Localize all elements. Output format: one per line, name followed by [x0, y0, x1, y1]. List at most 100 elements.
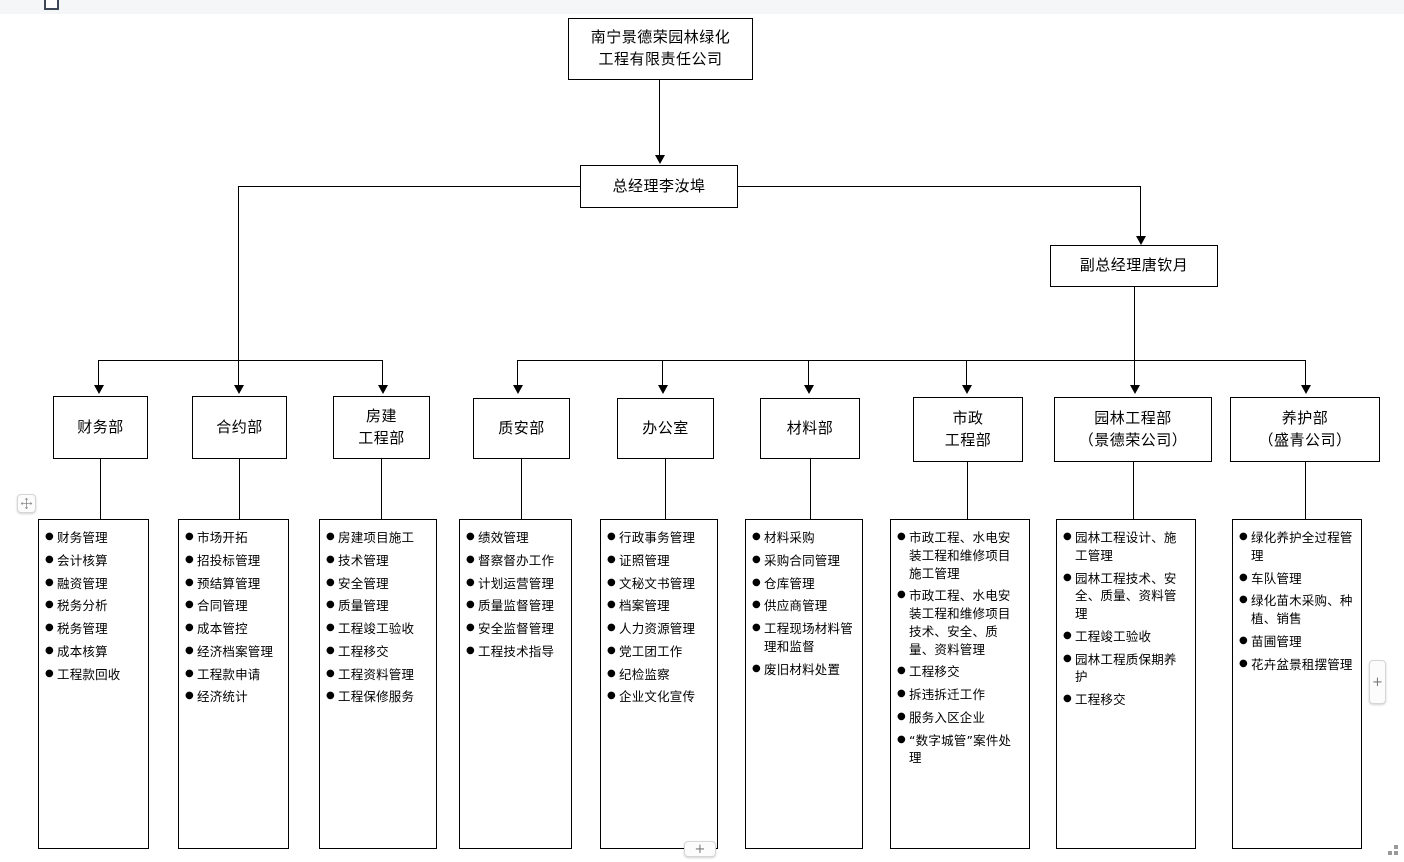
panel-dept-8-list: 绿化养护全过程管理 车队管理 绿化苗木采购、种植、销售 苗圃管理 花卉盆景租摆管… — [1239, 529, 1355, 673]
list-item: 税务管理 — [45, 620, 142, 638]
list-item: 园林工程质保期养护 — [1063, 651, 1189, 687]
dept-7-title-line2: （景德荣公司） — [1078, 430, 1188, 449]
list-item: 工程移交 — [897, 663, 1023, 681]
dept-6-title-line2: 工程部 — [944, 430, 992, 449]
add-column-button[interactable]: + — [1369, 660, 1386, 704]
node-dept-8[interactable]: 养护部 （盛青公司） — [1230, 397, 1380, 462]
dept-4-title-line1: 办公室 — [642, 418, 689, 437]
dept-8-title-line2: （盛青公司） — [1258, 430, 1352, 449]
node-company[interactable]: 南宁景德荣园林绿化 工程有限责任公司 — [568, 18, 753, 80]
list-item: 废旧材料处置 — [752, 661, 856, 679]
node-dept-4[interactable]: 办公室 — [617, 398, 714, 459]
arrow-dept-8 — [1301, 385, 1311, 394]
list-item: 纪检监察 — [607, 666, 711, 684]
list-item: 车队管理 — [1239, 570, 1355, 588]
panel-dept-5[interactable]: 材料采购 采购合同管理 仓库管理 供应商管理 工程现场材料管理和监督 废旧材料处… — [745, 519, 863, 849]
list-item: 绩效管理 — [466, 529, 565, 547]
list-item: 质量监督管理 — [466, 597, 565, 615]
panel-dept-5-list: 材料采购 采购合同管理 仓库管理 供应商管理 工程现场材料管理和监督 废旧材料处… — [752, 529, 856, 678]
list-item: 安全监督管理 — [466, 620, 565, 638]
panel-dept-8[interactable]: 绿化养护全过程管理 车队管理 绿化苗木采购、种植、销售 苗圃管理 花卉盆景租摆管… — [1232, 519, 1362, 849]
list-item: 绿化苗木采购、种植、销售 — [1239, 592, 1355, 628]
list-item: 财务管理 — [45, 529, 142, 547]
list-item: 园林工程设计、施工管理 — [1063, 529, 1189, 565]
list-item: 房建项目施工 — [326, 529, 430, 547]
connector-dept-5-panel — [810, 459, 811, 519]
node-dept-7[interactable]: 园林工程部 （景德荣公司） — [1054, 397, 1212, 462]
list-item: 成本核算 — [45, 643, 142, 661]
connector-deputy-trunk — [1134, 287, 1135, 360]
add-row-button[interactable]: + — [684, 841, 716, 857]
node-dept-0[interactable]: 财务部 — [53, 396, 148, 459]
list-item: 党工团工作 — [607, 643, 711, 661]
list-item: 档案管理 — [607, 597, 711, 615]
list-item: 园林工程技术、安全、质量、资料管理 — [1063, 570, 1189, 623]
node-deputy-manager[interactable]: 副总经理唐钦月 — [1050, 245, 1218, 287]
list-item: 花卉盆景租摆管理 — [1239, 656, 1355, 674]
list-item: “数字城管”案件处理 — [897, 732, 1023, 768]
top-anchor-handle[interactable] — [44, 0, 59, 10]
dept-1-title-line1: 合约部 — [216, 417, 263, 436]
panel-dept-2[interactable]: 房建项目施工 技术管理 安全管理 质量管理 工程竣工验收 工程移交 工程资料管理… — [319, 519, 437, 849]
list-item: 计划运营管理 — [466, 575, 565, 593]
panel-dept-0[interactable]: 财务管理 会计核算 融资管理 税务分析 税务管理 成本核算 工程款回收 — [38, 519, 149, 849]
connector-gm-left-trunk — [238, 186, 239, 360]
node-dept-2[interactable]: 房建 工程部 — [333, 396, 430, 459]
list-item: 安全管理 — [326, 575, 430, 593]
arrow-gm-deputy — [1136, 236, 1146, 245]
panel-dept-7[interactable]: 园林工程设计、施工管理 园林工程技术、安全、质量、资料管理 工程竣工验收 园林工… — [1056, 519, 1196, 849]
arrow-dept-0 — [94, 385, 104, 394]
panel-dept-3[interactable]: 绩效管理 督察督办工作 计划运营管理 质量监督管理 安全监督管理 工程技术指导 — [459, 519, 572, 849]
company-name-line2: 工程有限责任公司 — [598, 50, 723, 68]
connector-company-gm — [659, 80, 660, 156]
list-item: 企业文化宣传 — [607, 688, 711, 706]
deputy-manager-label: 副总经理唐钦月 — [1079, 256, 1189, 275]
list-item: 服务入区企业 — [897, 709, 1023, 727]
list-item: 市政工程、水电安装工程和维修项目技术、安全、质量、资料管理 — [897, 587, 1023, 658]
arrow-dept-3 — [513, 385, 523, 394]
panel-dept-6[interactable]: 市政工程、水电安装工程和维修项目施工管理 市政工程、水电安装工程和维修项目技术、… — [890, 519, 1030, 849]
list-item: 采购合同管理 — [752, 552, 856, 570]
node-dept-5[interactable]: 材料部 — [760, 398, 860, 459]
list-item: 工程技术指导 — [466, 643, 565, 661]
list-item: 质量管理 — [326, 597, 430, 615]
list-item: 预结算管理 — [185, 575, 282, 593]
connector-leg-dept-6 — [966, 360, 967, 386]
resize-grip-icon[interactable] — [1386, 845, 1399, 858]
list-item: 苗圃管理 — [1239, 633, 1355, 651]
list-item: 督察督办工作 — [466, 552, 565, 570]
list-item: 招投标管理 — [185, 552, 282, 570]
list-item: 经济档案管理 — [185, 643, 282, 661]
panel-dept-1[interactable]: 市场开拓 招投标管理 预结算管理 合同管理 成本管控 经济档案管理 工程款申请 … — [178, 519, 289, 849]
connector-leg-dept-2 — [382, 360, 383, 386]
list-item: 税务分析 — [45, 597, 142, 615]
panel-dept-4[interactable]: 行政事务管理 证照管理 文秘文书管理 档案管理 人力资源管理 党工团工作 纪检监… — [600, 519, 718, 849]
list-item: 工程保修服务 — [326, 688, 430, 706]
connector-gm-dept-bar — [98, 360, 382, 361]
move-icon[interactable] — [17, 494, 36, 513]
panel-dept-0-list: 财务管理 会计核算 融资管理 税务分析 税务管理 成本核算 工程款回收 — [45, 529, 142, 683]
connector-dept-2-panel — [381, 459, 382, 519]
node-dept-1[interactable]: 合约部 — [192, 396, 287, 459]
list-item: 仓库管理 — [752, 575, 856, 593]
panel-dept-6-list: 市政工程、水电安装工程和维修项目施工管理 市政工程、水电安装工程和维修项目技术、… — [897, 529, 1023, 767]
list-item: 证照管理 — [607, 552, 711, 570]
dept-0-title-line1: 财务部 — [77, 417, 124, 436]
dept-5-title-line1: 材料部 — [786, 418, 834, 437]
company-name-line1: 南宁景德荣园林绿化 — [590, 28, 731, 47]
list-item: 工程现场材料管理和监督 — [752, 620, 856, 656]
arrow-dept-6 — [962, 385, 972, 394]
arrow-dept-5 — [804, 385, 814, 394]
list-item: 绿化养护全过程管理 — [1239, 529, 1355, 565]
panel-dept-1-list: 市场开拓 招投标管理 预结算管理 合同管理 成本管控 经济档案管理 工程款申请 … — [185, 529, 282, 706]
connector-leg-dept-1 — [238, 360, 239, 386]
connector-gm-spine-right — [738, 186, 1140, 187]
connector-dept-7-panel — [1133, 462, 1134, 519]
list-item: 成本管控 — [185, 620, 282, 638]
node-dept-3[interactable]: 质安部 — [473, 398, 570, 459]
panel-dept-7-list: 园林工程设计、施工管理 园林工程技术、安全、质量、资料管理 工程竣工验收 园林工… — [1063, 529, 1189, 709]
node-general-manager[interactable]: 总经理李汝埠 — [580, 165, 738, 208]
dept-6-title-line1: 市政 — [952, 408, 984, 427]
list-item: 合同管理 — [185, 597, 282, 615]
node-dept-6[interactable]: 市政 工程部 — [913, 397, 1023, 462]
